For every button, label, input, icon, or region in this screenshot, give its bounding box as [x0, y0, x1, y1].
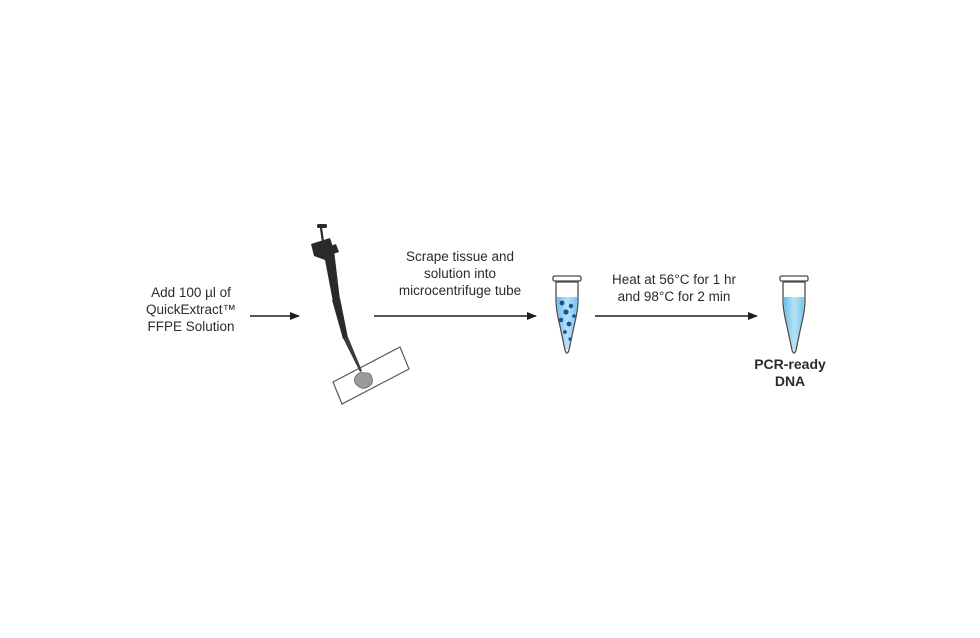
tissue-sample	[354, 372, 373, 389]
step-3-line-1: Heat at 56°C for 1 hr	[612, 272, 736, 287]
step-1-line-3: FFPE Solution	[147, 319, 235, 334]
step-2-label: Scrape tissue and solution into microcen…	[372, 248, 548, 299]
step-2-line-2: solution into	[423, 266, 497, 281]
step-3-label: Heat at 56°C for 1 hr and 98°C for 2 min	[592, 271, 756, 305]
tube-clear-icon	[779, 275, 809, 354]
result-line-2: DNA	[774, 373, 806, 389]
step-3-line-2: and 98°C for 2 min	[617, 289, 731, 304]
tube-with-cells-icon	[552, 275, 582, 354]
result-line-1: PCR-ready	[754, 356, 826, 372]
slide-icon	[332, 346, 410, 405]
step-1-line-2: QuickExtract™	[145, 302, 237, 317]
step-2-line-3: microcentrifuge tube	[398, 283, 522, 298]
pipette-icon	[311, 224, 362, 372]
result-label: PCR-ready DNA	[740, 356, 840, 390]
step-2-line-1: Scrape tissue and	[405, 249, 515, 264]
step-1-line-1: Add 100 µl of	[151, 285, 231, 300]
step-1-label: Add 100 µl of QuickExtract™ FFPE Solutio…	[128, 284, 254, 335]
cell-dots	[558, 300, 576, 341]
